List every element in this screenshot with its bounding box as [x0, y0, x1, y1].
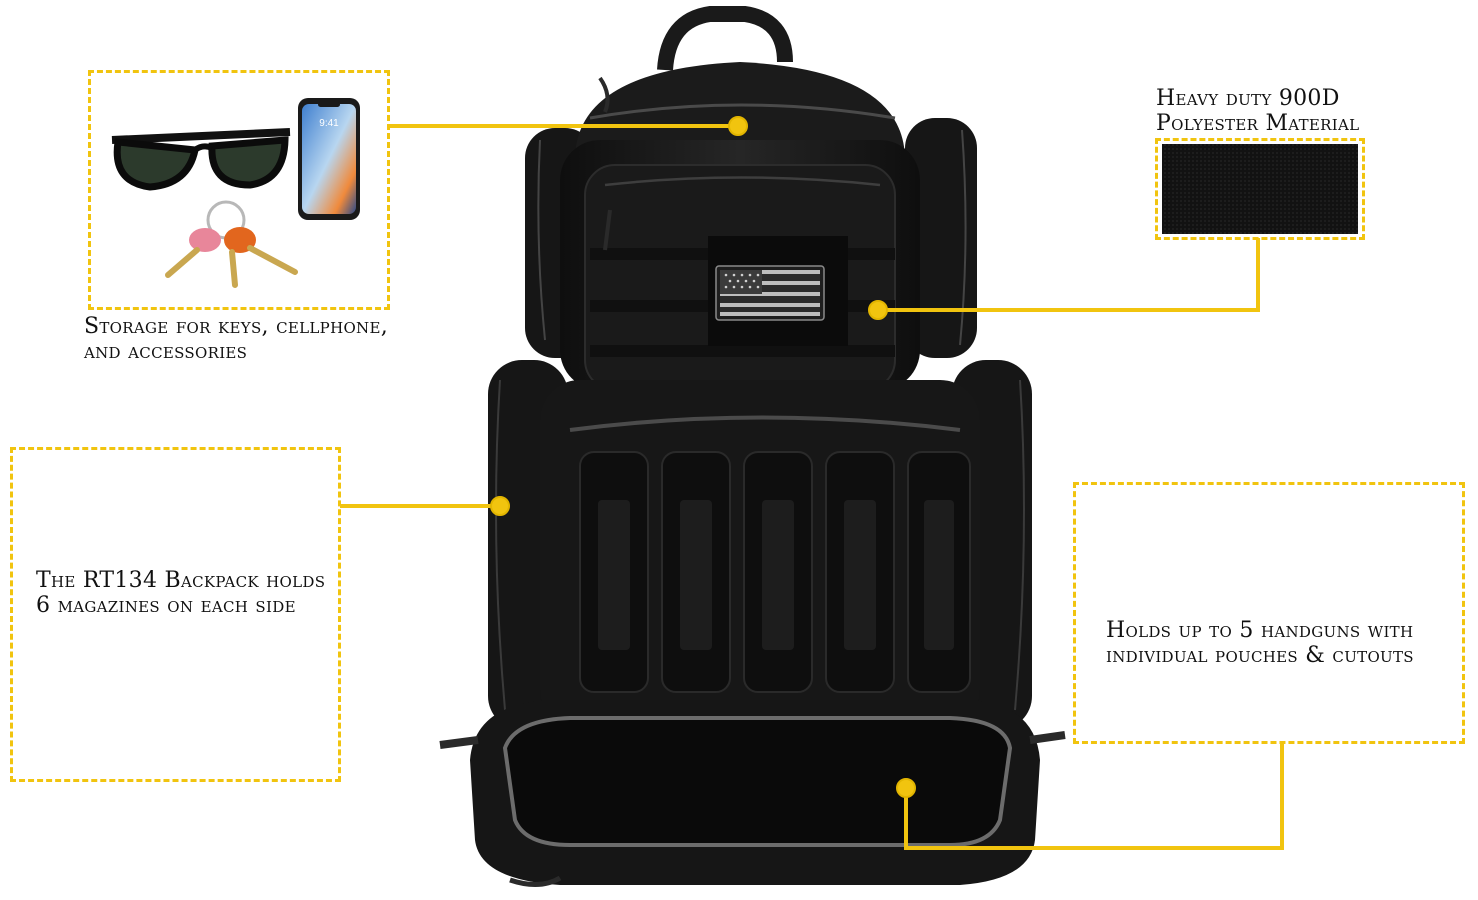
- sunglasses-icon: [111, 128, 291, 191]
- magazines-anchor-dot: [490, 496, 510, 516]
- handguns-label-line2: individual pouches & cutouts: [1106, 643, 1414, 668]
- material-label-line2: Polyester Material: [1156, 111, 1360, 136]
- storage-callout-box: [88, 70, 390, 310]
- storage-label: Storage for keys, cellphone, and accesso…: [84, 314, 388, 364]
- material-connector-vertical: [1256, 238, 1260, 312]
- handguns-connector-horizontal: [904, 846, 1284, 850]
- magazines-label-line2: 6 magazines on each side: [36, 593, 296, 618]
- handguns-connector-vertical-right: [1280, 744, 1284, 850]
- storage-anchor-dot: [728, 116, 748, 136]
- material-connector-horizontal: [878, 308, 1260, 312]
- storage-label-line2: and accessories: [84, 339, 248, 364]
- smartphone-icon: 9:41: [298, 98, 360, 220]
- us-flag-patch-icon: [715, 265, 825, 321]
- storage-connector: [388, 124, 738, 128]
- magazines-callout-box: [10, 447, 341, 782]
- backpack-icon: [439, 5, 1066, 887]
- material-label: Heavy duty 900D Polyester Material: [1156, 86, 1359, 136]
- storage-label-line1: Storage for keys, cellphone,: [84, 314, 389, 339]
- handguns-callout-box: [1073, 482, 1465, 744]
- magazines-label: The RT134 Backpack holds 6 magazines on …: [36, 568, 325, 618]
- handguns-anchor-dot: [896, 778, 916, 798]
- material-callout-box: [1155, 138, 1365, 240]
- keys-icon: [165, 200, 298, 288]
- fabric-swatch-icon: [1162, 144, 1358, 234]
- magazines-connector: [340, 504, 500, 508]
- handguns-label: Holds up to 5 handguns with individual p…: [1106, 618, 1414, 668]
- handguns-connector-vertical-left: [904, 788, 908, 850]
- magazines-label-line1: The RT134 Backpack holds: [36, 568, 326, 593]
- handguns-label-line1: Holds up to 5 handguns with: [1106, 618, 1414, 643]
- material-label-line1: Heavy duty 900D: [1156, 86, 1340, 111]
- phone-time: 9:41: [319, 118, 339, 129]
- material-anchor-dot: [868, 300, 888, 320]
